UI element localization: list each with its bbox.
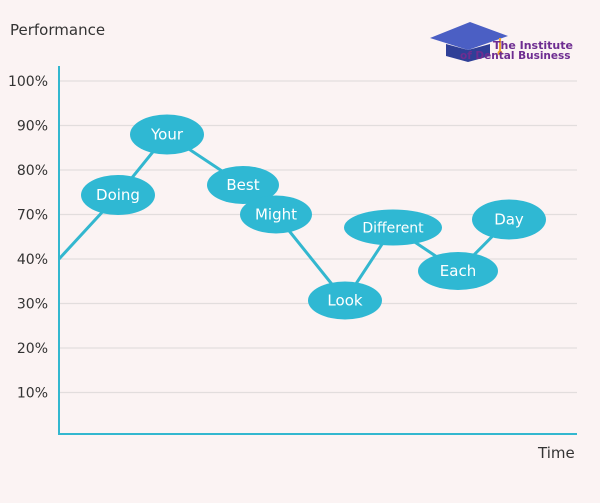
word-bubble: Might xyxy=(240,195,312,234)
bubble-label: Best xyxy=(226,176,259,194)
bubble-label: Day xyxy=(494,211,524,229)
y-tick-label: 10% xyxy=(17,386,48,402)
word-bubble: Look xyxy=(308,281,382,320)
bubble-shape xyxy=(81,175,155,215)
logo-line-1: The Institute xyxy=(493,39,573,52)
bubble-label: Doing xyxy=(96,186,140,204)
y-tick-label: 40% xyxy=(17,252,48,268)
word-bubble: Day xyxy=(472,199,546,240)
word-bubble: Best xyxy=(207,166,279,204)
y-tick-labels: 100% 90% 80% 70% 40% 30% 20% 10% xyxy=(8,74,48,402)
y-tick-label: 80% xyxy=(17,163,48,179)
bubble-label: Each xyxy=(440,262,476,280)
graduation-cap-icon xyxy=(430,22,508,62)
y-tick-label: 20% xyxy=(17,341,48,357)
bubble-label: Your xyxy=(150,126,184,144)
institute-logo: The Institute of Dental Business xyxy=(430,22,573,62)
y-tick-label: 100% xyxy=(8,74,48,90)
word-bubble: Different xyxy=(344,209,442,246)
bubble-shape xyxy=(344,209,442,246)
y-tick-label: 30% xyxy=(17,297,48,313)
bubble-label: Look xyxy=(327,292,362,310)
word-bubble: Your xyxy=(130,114,204,155)
word-bubble: Each xyxy=(418,252,498,290)
bubble-label: Might xyxy=(255,206,297,224)
bubble-label: Different xyxy=(362,221,424,237)
y-tick-label: 70% xyxy=(17,208,48,224)
bubble-shape xyxy=(240,195,312,234)
bubble-shape xyxy=(418,252,498,290)
y-axis-title: Performance xyxy=(10,21,105,39)
x-axis-title: Time xyxy=(537,444,575,462)
logo-line-2: of Dental Business xyxy=(460,50,571,62)
bubble-shape xyxy=(308,281,382,320)
bubble-shape xyxy=(130,114,204,155)
word-bubble: Doing xyxy=(81,175,155,215)
bubble-shape xyxy=(207,166,279,204)
bubble-shape xyxy=(472,199,546,240)
y-tick-label: 90% xyxy=(17,119,48,135)
